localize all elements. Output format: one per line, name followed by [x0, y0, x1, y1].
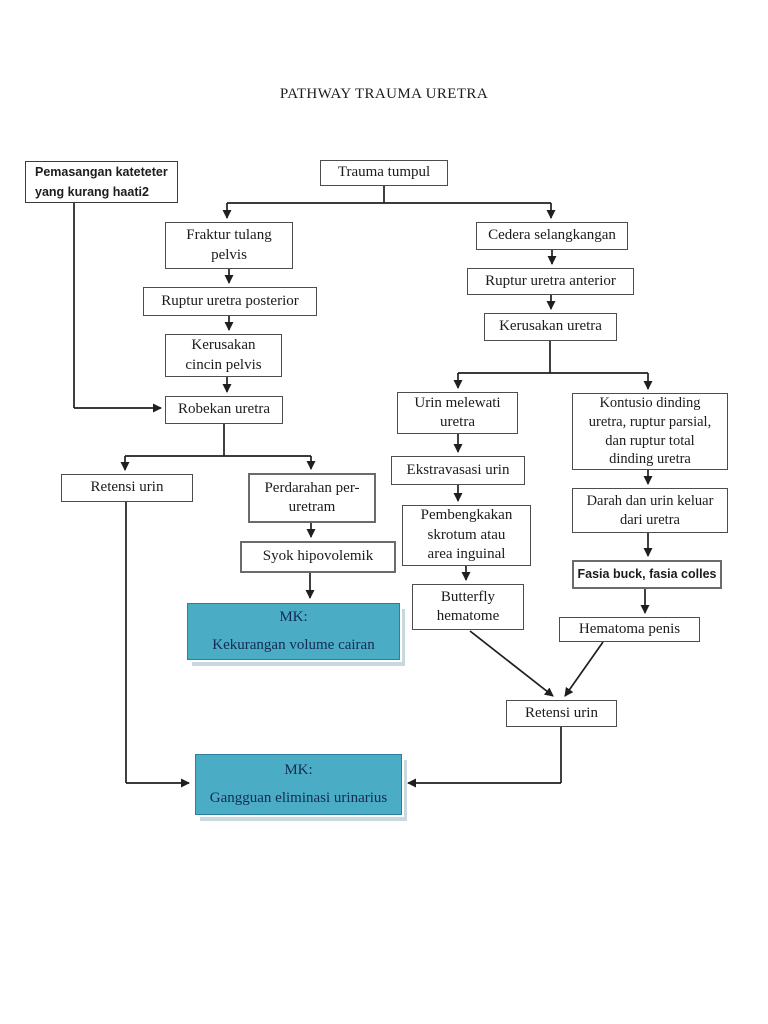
node-kerusakan-uretra: Kerusakan uretra: [484, 313, 617, 341]
mk-heading: MK:: [284, 762, 313, 778]
node-perdarahan-peruretram: Perdarahan per- uretram: [248, 473, 376, 523]
node-urin-melewati-uretra: Urin melewati uretra: [397, 392, 518, 434]
node-kerusakan-cincin-pelvis: Kerusakan cincin pelvis: [165, 334, 282, 377]
node-ruptur-uretra-posterior: Ruptur uretra posterior: [143, 287, 317, 316]
mk-label: Kekurangan volume cairan: [212, 636, 375, 653]
node-syok-hipovolemik: Syok hipovolemik: [240, 541, 396, 573]
node-butterfly-hematome: Butterfly hematome: [412, 584, 524, 630]
connector-arrow: [469, 630, 554, 697]
node-darah-urin-keluar: Darah dan urin keluar dari uretra: [572, 488, 728, 533]
node-fasia-buck-colles: Fasia buck, fasia colles: [572, 560, 722, 589]
node-fraktur-tulang-pelvis: Fraktur tulang pelvis: [165, 222, 293, 269]
node-trauma-tumpul: Trauma tumpul: [320, 160, 448, 186]
connector-arrow: [564, 641, 604, 697]
node-mk-kekurangan-volume-cairan: MK: Kekurangan volume cairan: [187, 603, 400, 660]
node-pembengkakan-skrotum: Pembengkakan skrotum atau area inguinal: [402, 505, 531, 566]
node-ruptur-uretra-anterior: Ruptur uretra anterior: [467, 268, 634, 295]
node-ekstravasasi-urin: Ekstravasasi urin: [391, 456, 525, 485]
mk-heading: MK:: [279, 609, 308, 625]
node-robekan-uretra: Robekan uretra: [165, 396, 283, 424]
mk-label: Gangguan eliminasi urinarius: [209, 789, 388, 806]
node-kontusio-dinding-uretra: Kontusio dinding uretra, ruptur parsial,…: [572, 393, 728, 470]
node-hematoma-penis: Hematoma penis: [559, 617, 700, 642]
node-mk-gangguan-eliminasi-urinarius: MK: Gangguan eliminasi urinarius: [195, 754, 402, 815]
diagram-title: PATHWAY TRAUMA URETRA: [279, 86, 489, 102]
node-pemasangan-kateter: Pemasangan kateteter yang kurang haati2: [25, 161, 178, 203]
node-retensi-urin-bottom: Retensi urin: [506, 700, 617, 727]
node-retensi-urin-left: Retensi urin: [61, 474, 193, 502]
node-cedera-selangkangan: Cedera selangkangan: [476, 222, 628, 250]
